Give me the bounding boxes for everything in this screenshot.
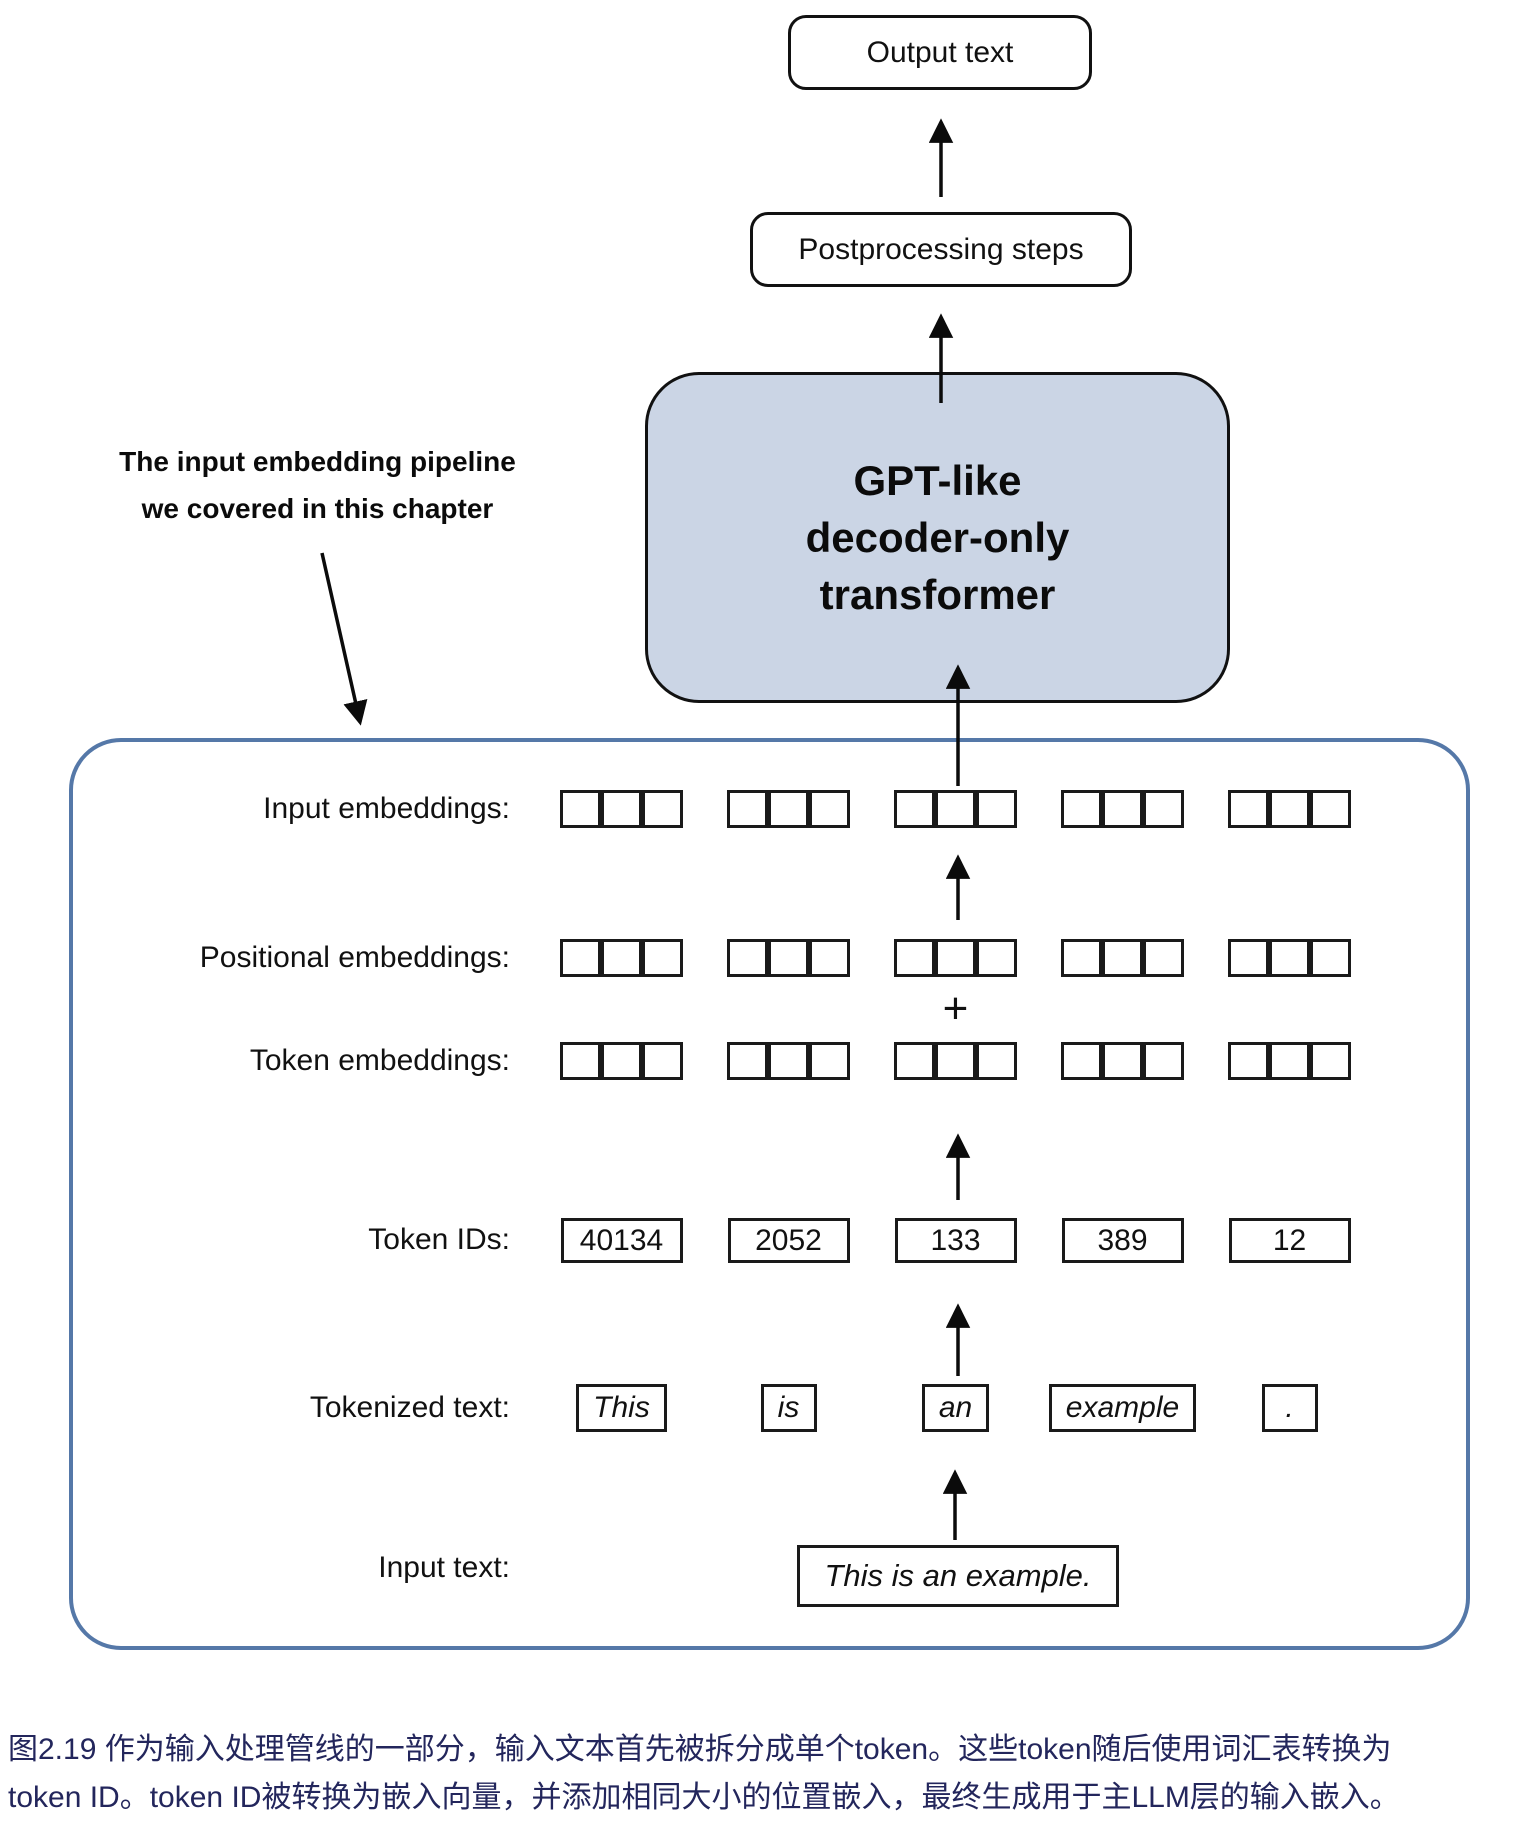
input-text-box: This is an example. (797, 1545, 1119, 1607)
plus-sign: + (942, 984, 969, 1033)
embedding-vector (894, 790, 1017, 828)
embedding-cell (727, 939, 768, 977)
tokenized-text-label: Tokenized text: (309, 1391, 510, 1424)
embedding-vector (1228, 790, 1351, 828)
embedding-cell (642, 1042, 683, 1080)
caption-line-1: 图2.19 作为输入处理管线的一部分，输入文本首先被拆分成单个token。这些t… (8, 1733, 1392, 1766)
embedding-cell (601, 939, 642, 977)
embedding-cell (1061, 790, 1102, 828)
embedding-cell (1269, 939, 1310, 977)
positional-embeddings-row (538, 938, 1373, 978)
embedding-cell (976, 1042, 1017, 1080)
postprocessing-box: Postprocessing steps (750, 212, 1132, 287)
token-id-box: 133 (894, 1218, 1017, 1263)
embedding-cell (809, 1042, 850, 1080)
positional-embeddings-label: Positional embeddings: (199, 941, 510, 974)
token-box: an (921, 1384, 990, 1432)
embedding-cell (601, 1042, 642, 1080)
token-id-box: 40134 (560, 1218, 683, 1263)
embedding-vector (894, 1042, 1017, 1080)
postprocessing-label: Postprocessing steps (798, 232, 1084, 266)
embedding-cell (809, 790, 850, 828)
token-embeddings-label: Token embeddings: (249, 1044, 510, 1077)
embedding-vector (1228, 1042, 1351, 1080)
input-text-label: Input text: (378, 1551, 510, 1584)
embedding-vector (1228, 939, 1351, 977)
embedding-vector (560, 790, 683, 828)
embedding-vector (1061, 1042, 1184, 1080)
embedding-vector (560, 1042, 683, 1080)
embedding-cell (768, 790, 809, 828)
token-ids-label: Token IDs: (368, 1223, 510, 1256)
embedding-cell (768, 1042, 809, 1080)
token-box: is (760, 1384, 817, 1432)
embedding-cell (1269, 1042, 1310, 1080)
embedding-cell (1061, 1042, 1102, 1080)
token-id-box: 12 (1228, 1218, 1351, 1263)
embedding-vector (560, 939, 683, 977)
caption-line-2: token ID。token ID被转换为嵌入向量，并添加相同大小的位置嵌入，最… (8, 1781, 1400, 1814)
embedding-cell (894, 1042, 935, 1080)
embedding-cell (1269, 790, 1310, 828)
embedding-cell (560, 1042, 601, 1080)
embedding-cell (1143, 1042, 1184, 1080)
embedding-cell (894, 790, 935, 828)
embedding-cell (601, 790, 642, 828)
embedding-cell (894, 939, 935, 977)
embedding-cell (1310, 1042, 1351, 1080)
token-id-box: 389 (1061, 1218, 1184, 1263)
embedding-cell (935, 939, 976, 977)
embedding-cell (1310, 939, 1351, 977)
input-embeddings-row (538, 790, 1373, 828)
embedding-cell (727, 790, 768, 828)
token-box: example (1048, 1384, 1197, 1432)
embedding-cell (1102, 1042, 1143, 1080)
embedding-cell (976, 939, 1017, 977)
embedding-vector (1061, 939, 1184, 977)
embedding-vector (894, 939, 1017, 977)
embedding-cell (560, 939, 601, 977)
embedding-cell (1102, 790, 1143, 828)
transformer-box: GPT-like decoder-only transformer (645, 372, 1230, 703)
token-box: This (576, 1384, 667, 1432)
token-embeddings-row (538, 1040, 1373, 1082)
embedding-cell (935, 790, 976, 828)
token-id-box: 2052 (727, 1218, 850, 1263)
embedding-cell (768, 939, 809, 977)
transformer-label: GPT-like decoder-only transformer (805, 457, 1070, 618)
annotation-note: The input embedding pipeline we covered … (119, 446, 516, 524)
token-ids-row: 40134 2052 133 389 12 (538, 1218, 1373, 1263)
embedding-cell (1228, 790, 1269, 828)
embedding-cell (1310, 790, 1351, 828)
embedding-cell (935, 1042, 976, 1080)
embedding-cell (809, 939, 850, 977)
embedding-cell (727, 1042, 768, 1080)
embedding-cell (1143, 790, 1184, 828)
embedding-vector (1061, 790, 1184, 828)
embedding-pipeline-container (69, 738, 1470, 1650)
arrow-annotation-to-container (320, 552, 368, 726)
embedding-cell (1228, 939, 1269, 977)
embedding-cell (1143, 939, 1184, 977)
embedding-cell (1102, 939, 1143, 977)
embedding-cell (1228, 1042, 1269, 1080)
figure-caption: 图2.19 作为输入处理管线的一部分，输入文本首先被拆分成单个token。这些t… (8, 1726, 1510, 1822)
embedding-cell (560, 790, 601, 828)
embedding-cell (1061, 939, 1102, 977)
embedding-cell (642, 939, 683, 977)
embedding-vector (727, 939, 850, 977)
tokenized-text-row: This is an example. (538, 1383, 1373, 1433)
embedding-cell (642, 790, 683, 828)
embedding-vector (727, 790, 850, 828)
token-box: . (1261, 1384, 1318, 1432)
output-text-box: Output text (788, 15, 1092, 90)
embedding-cell (976, 790, 1017, 828)
input-embeddings-label: Input embeddings: (263, 792, 510, 825)
output-text-label: Output text (866, 35, 1014, 69)
embedding-vector (727, 1042, 850, 1080)
